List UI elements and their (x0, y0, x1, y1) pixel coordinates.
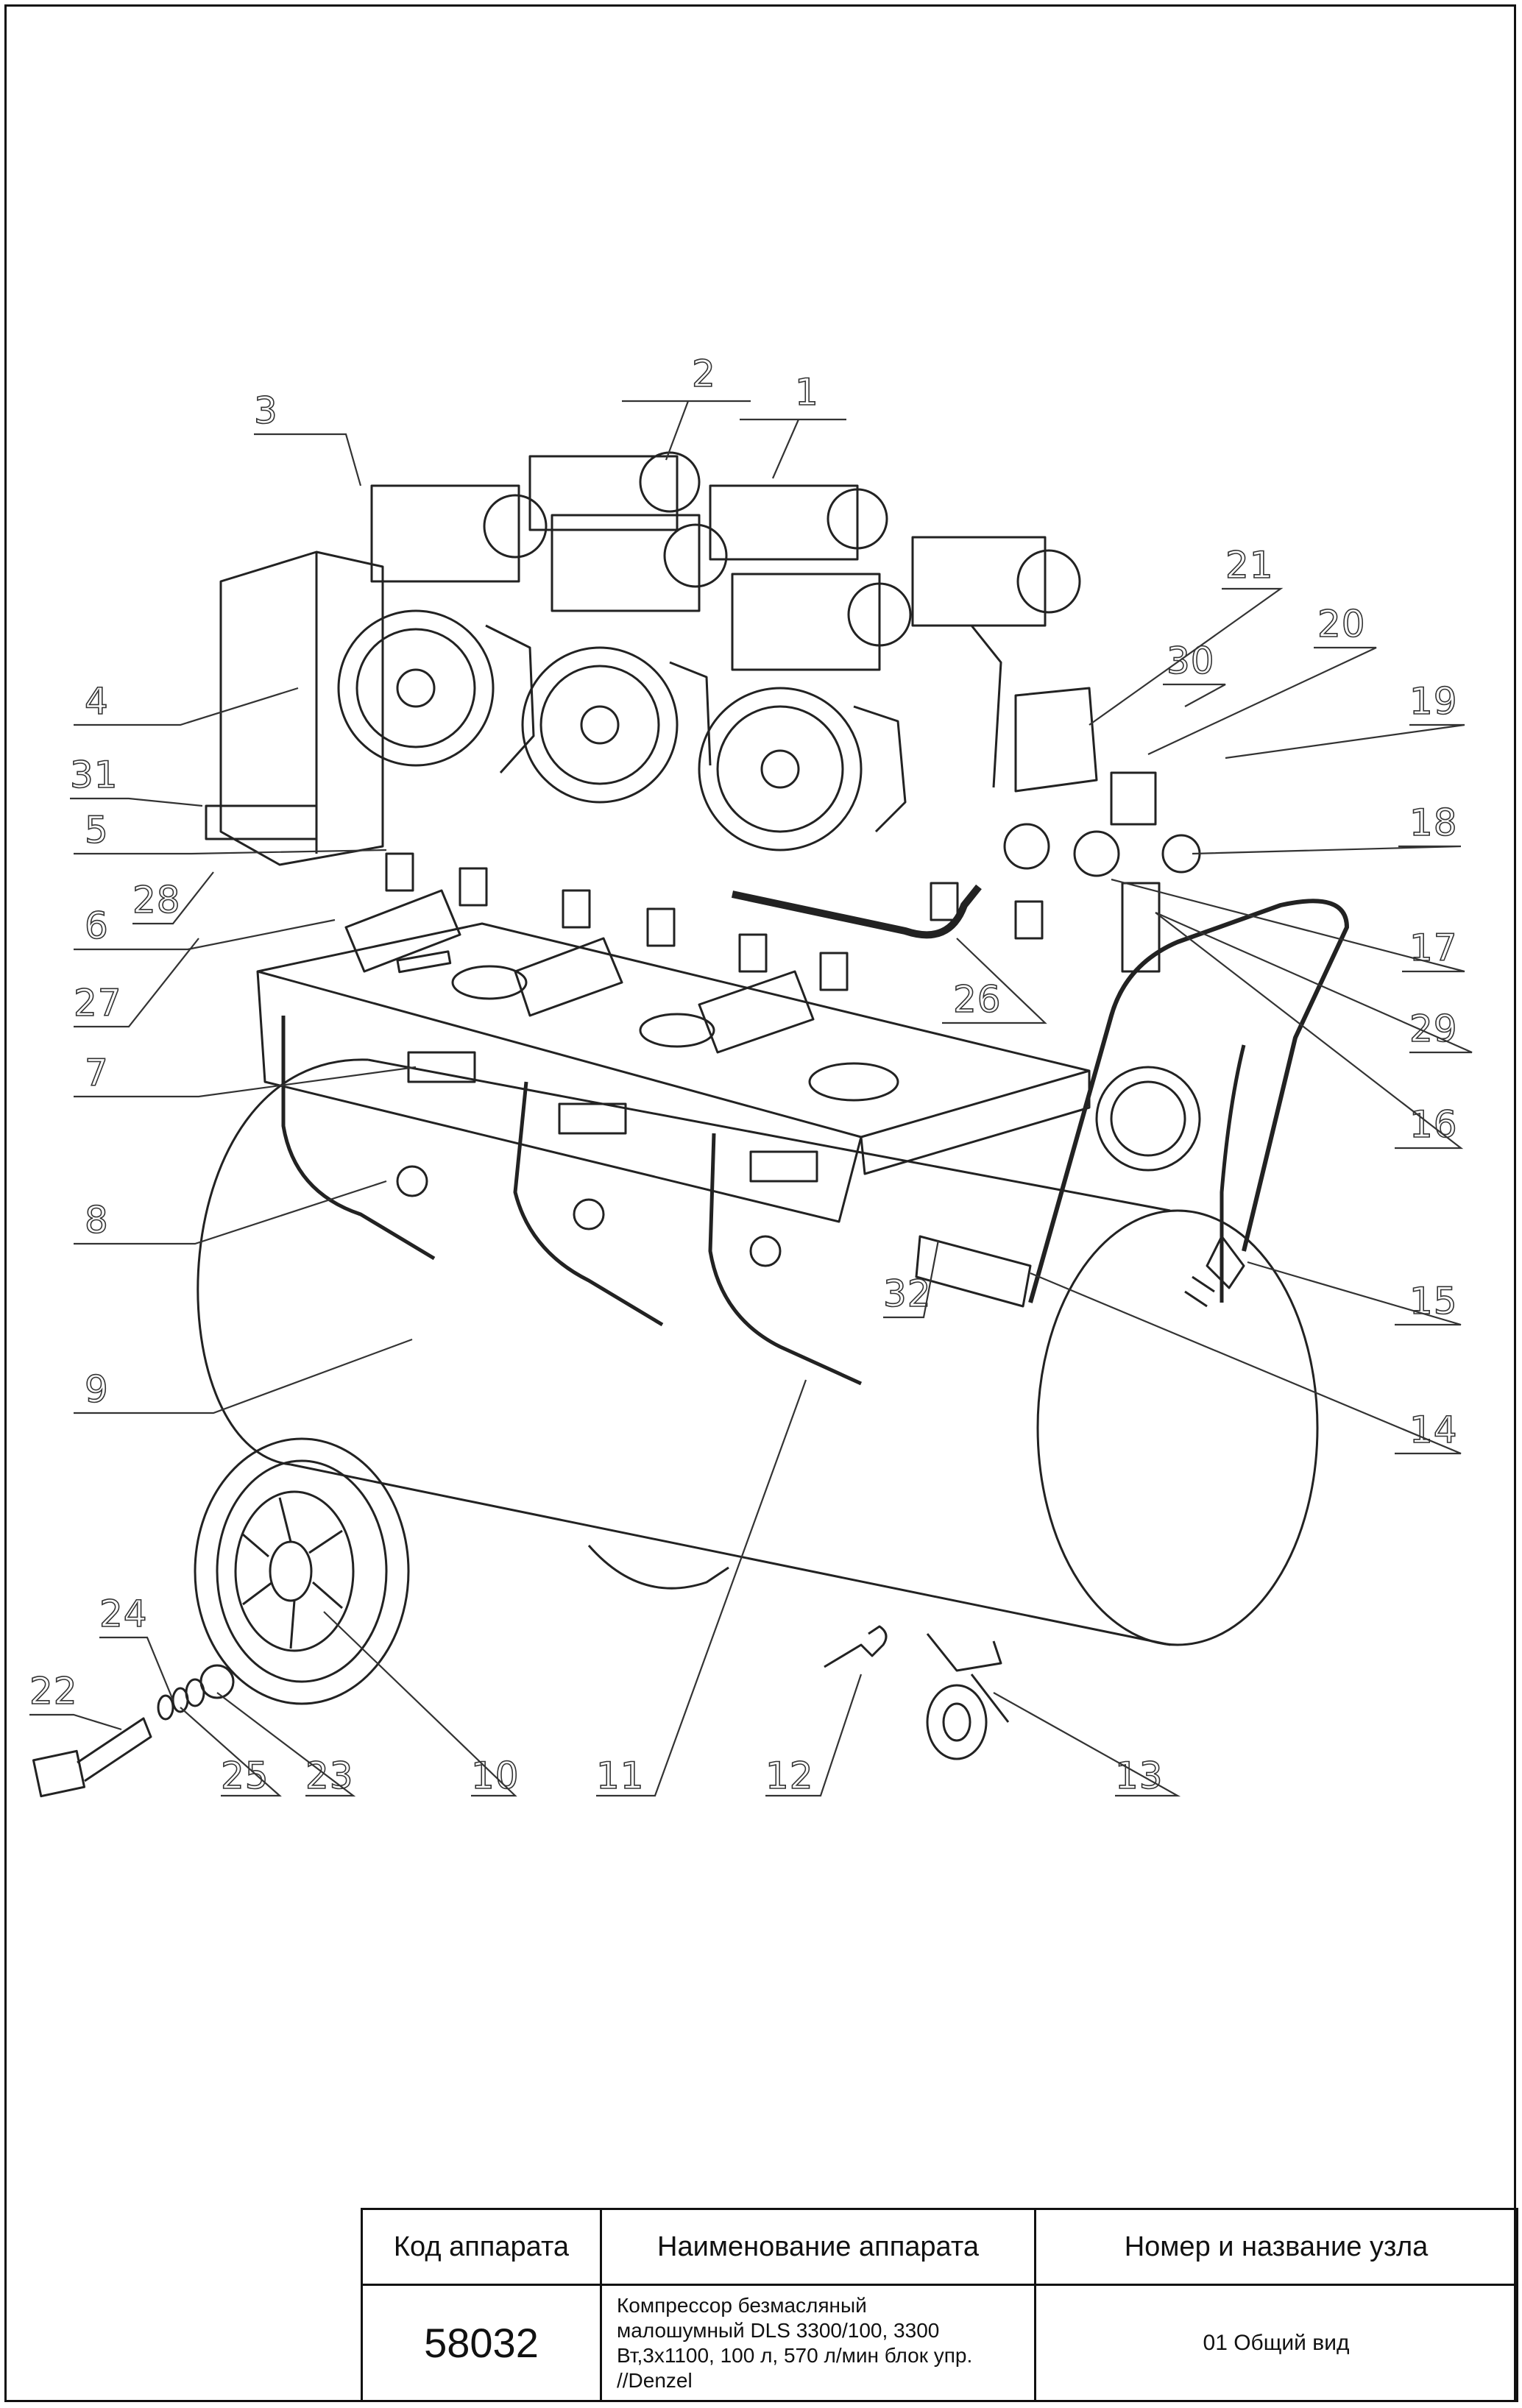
tank-handle (1028, 899, 1349, 1303)
callout-31: 31 (70, 754, 118, 796)
callout-6: 6 (85, 904, 109, 947)
check-valves (396, 1051, 818, 1267)
flexible-hose (731, 884, 982, 939)
callout-26: 26 (953, 978, 1002, 1021)
unit-name: 01 Общий вид (1034, 2284, 1518, 2402)
callout-12: 12 (765, 1754, 814, 1797)
callout-24: 24 (99, 1593, 148, 1635)
header-name: Наименование аппарата (600, 2208, 1036, 2286)
callout-27: 27 (74, 982, 122, 1024)
callout-3: 3 (254, 389, 278, 432)
compressor-heads (370, 451, 1081, 671)
callout-17: 17 (1409, 927, 1458, 969)
callout-25: 25 (221, 1754, 269, 1797)
callout-28: 28 (132, 879, 181, 921)
header-code: Код аппарата (361, 2208, 602, 2286)
callout-13: 13 (1115, 1754, 1164, 1797)
rubber-mounts (344, 852, 1044, 1054)
drain-valve (824, 1625, 888, 1668)
callout-32: 32 (883, 1272, 932, 1315)
callout-2: 2 (692, 353, 716, 395)
header-unit: Номер и название узла (1034, 2208, 1518, 2286)
apparatus-name: Компрессор безмасляный малошумный DLS 33… (600, 2284, 1036, 2402)
callout-16: 16 (1409, 1103, 1458, 1146)
power-plug (1184, 1235, 1245, 1308)
callout-1: 1 (795, 371, 819, 414)
callout-18: 18 (1409, 801, 1458, 844)
callout-21: 21 (1225, 544, 1274, 587)
exploded-view-diagram: 1 2 3 4 5 6 7 8 9 10 11 12 13 14 15 16 1… (29, 352, 1473, 1798)
title-block: Код аппарата Наименование аппарата Номер… (361, 2208, 1518, 2402)
callout-23: 23 (305, 1754, 354, 1797)
callout-numbers: 1 2 3 4 5 6 7 8 9 10 11 12 13 14 15 16 1… (29, 352, 1458, 1798)
callout-9: 9 (85, 1368, 109, 1411)
callout-15: 15 (1409, 1280, 1458, 1322)
motor-fans (337, 609, 1002, 851)
callout-4: 4 (85, 680, 109, 723)
callout-11: 11 (596, 1754, 645, 1797)
callout-20: 20 (1317, 603, 1366, 645)
name-line: //Denzel (617, 2368, 693, 2392)
control-box (205, 550, 384, 866)
callout-29: 29 (1409, 1008, 1458, 1050)
callout-10: 10 (471, 1754, 520, 1797)
callout-22: 22 (29, 1670, 78, 1713)
callout-8: 8 (85, 1199, 109, 1242)
mounting-frame (256, 922, 1091, 1223)
callout-14: 14 (1409, 1409, 1458, 1451)
callout-30: 30 (1167, 640, 1215, 682)
caster-wheel (926, 1633, 1010, 1760)
callout-5: 5 (85, 809, 109, 851)
wheel (194, 1437, 729, 1705)
outlet-fitting (915, 1235, 1032, 1308)
callout-19: 19 (1409, 680, 1458, 723)
drawing-sheet (4, 4, 1516, 2402)
axle-bolt (32, 1664, 235, 1798)
apparatus-code: 58032 (361, 2284, 602, 2402)
leader-lines (29, 400, 1473, 1797)
name-line: Компрессор безмасляный (617, 2293, 867, 2317)
name-line: малошумный DLS 3300/100, 3300 (617, 2318, 940, 2342)
callout-7: 7 (85, 1052, 109, 1094)
receiver-tank (197, 1058, 1319, 1646)
name-line: Вт,3х1100, 100 л, 570 л/мин блок упр. (617, 2343, 973, 2367)
outlet-pipes (281, 1016, 1246, 1386)
pressure-switch-assembly (1003, 687, 1201, 973)
